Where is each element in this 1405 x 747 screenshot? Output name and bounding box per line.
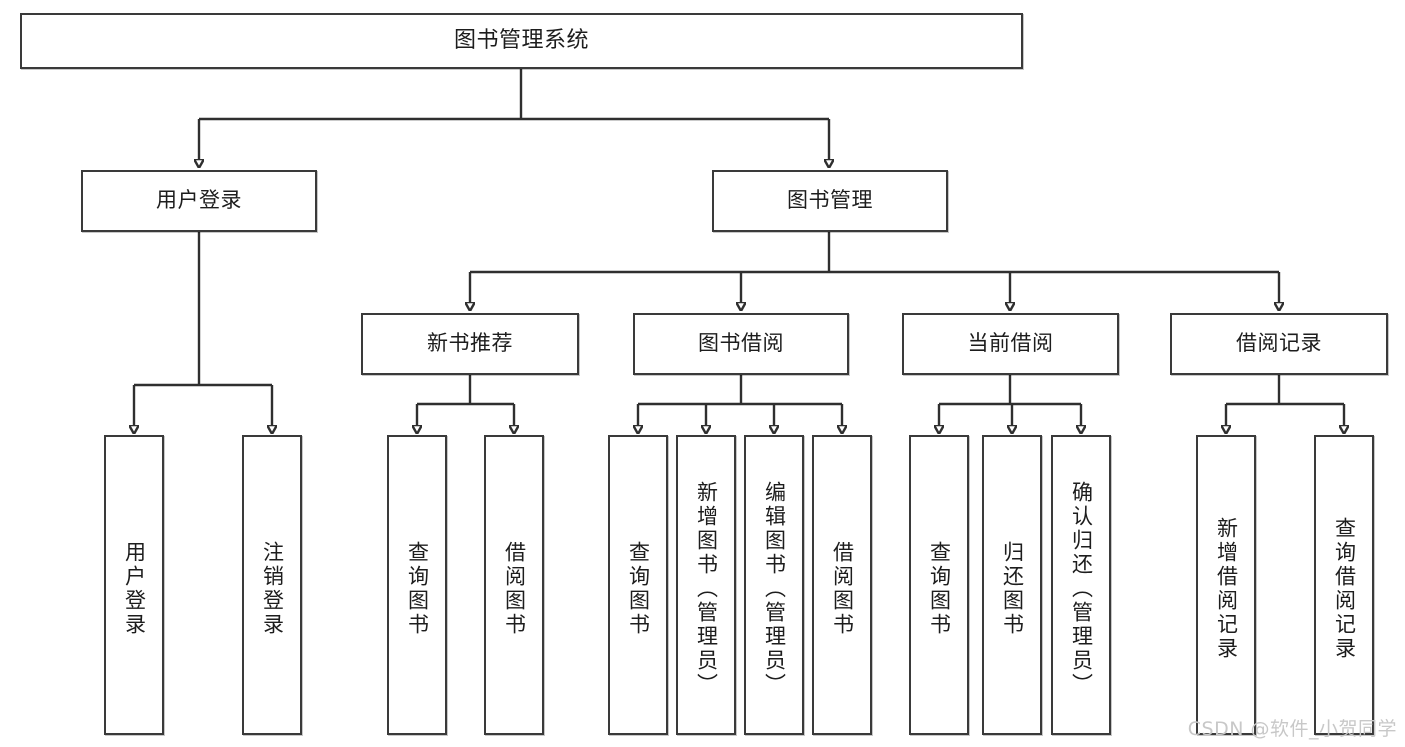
node-new-book-recommend-label: 新书推荐	[427, 331, 513, 356]
node-book-borrow[interactable]: 图书借阅	[633, 313, 849, 375]
leaf-label: 借阅图书	[502, 541, 527, 637]
leaf-current-confirm-return-admin[interactable]: 确认归还（管理员）	[1051, 435, 1111, 735]
leaf-new-book-borrow[interactable]: 借阅图书	[484, 435, 544, 735]
leaf-label: 查询图书	[927, 541, 952, 637]
node-new-book-recommend[interactable]: 新书推荐	[361, 313, 579, 375]
node-root[interactable]: 图书管理系统	[20, 13, 1023, 69]
leaf-label: 新增图书（管理员）	[694, 481, 719, 697]
leaf-label: 用户登录	[122, 541, 147, 637]
node-borrow-record[interactable]: 借阅记录	[1170, 313, 1388, 375]
leaf-borrow-edit-book-admin[interactable]: 编辑图书（管理员）	[744, 435, 804, 735]
node-borrow-record-label: 借阅记录	[1236, 331, 1322, 356]
leaf-label: 确认归还（管理员）	[1069, 481, 1094, 697]
node-book-management[interactable]: 图书管理	[712, 170, 948, 232]
leaf-current-return-book[interactable]: 归还图书	[982, 435, 1042, 735]
leaf-user-login-signout[interactable]: 注销登录	[242, 435, 302, 735]
node-book-management-label: 图书管理	[787, 188, 873, 213]
node-user-login[interactable]: 用户登录	[81, 170, 317, 232]
leaf-borrow-borrow-book[interactable]: 借阅图书	[812, 435, 872, 735]
leaf-label: 编辑图书（管理员）	[762, 481, 787, 697]
leaf-label: 查询借阅记录	[1332, 517, 1357, 661]
leaf-label: 归还图书	[1000, 541, 1025, 637]
leaf-user-login-signin[interactable]: 用户登录	[104, 435, 164, 735]
node-book-borrow-label: 图书借阅	[698, 331, 784, 356]
leaf-borrow-query[interactable]: 查询图书	[608, 435, 668, 735]
node-user-login-label: 用户登录	[156, 188, 242, 213]
leaf-label: 查询图书	[405, 541, 430, 637]
node-current-borrow[interactable]: 当前借阅	[902, 313, 1119, 375]
leaf-new-book-query[interactable]: 查询图书	[387, 435, 447, 735]
watermark-text: CSDN @软件_小贺同学	[1187, 718, 1397, 740]
leaf-label: 借阅图书	[830, 541, 855, 637]
leaf-label: 注销登录	[260, 541, 285, 637]
leaf-label: 新增借阅记录	[1214, 517, 1239, 661]
leaf-label: 查询图书	[626, 541, 651, 637]
leaf-record-query[interactable]: 查询借阅记录	[1314, 435, 1374, 735]
leaf-borrow-add-book-admin[interactable]: 新增图书（管理员）	[676, 435, 736, 735]
leaf-current-query[interactable]: 查询图书	[909, 435, 969, 735]
leaf-record-add[interactable]: 新增借阅记录	[1196, 435, 1256, 735]
node-root-label: 图书管理系统	[453, 27, 589, 53]
node-current-borrow-label: 当前借阅	[967, 331, 1054, 356]
